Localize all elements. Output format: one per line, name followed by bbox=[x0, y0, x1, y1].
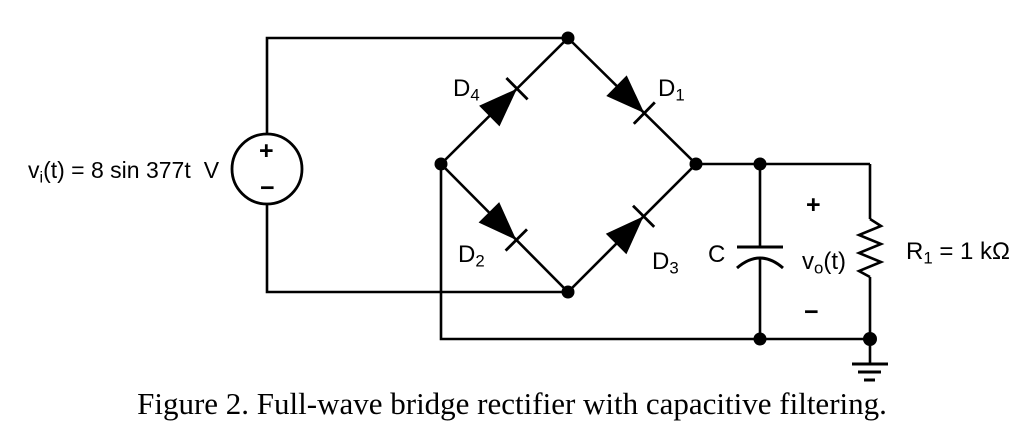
d1-sub: 1 bbox=[675, 85, 685, 105]
diode-d2-triangle bbox=[478, 202, 517, 240]
ground-icon bbox=[852, 362, 888, 382]
diode-d4-label: D4 bbox=[453, 75, 480, 104]
vout-rest: (t) bbox=[823, 248, 846, 275]
output-plus-sign: + bbox=[806, 191, 821, 219]
d3-base: D bbox=[652, 248, 670, 275]
resistor-label: R1 = 1 kΩ bbox=[906, 238, 1010, 267]
res-sub: 1 bbox=[923, 248, 933, 268]
d2-base: D bbox=[458, 241, 476, 268]
diode-d3-label: D3 bbox=[652, 248, 679, 277]
wire-ground-rail bbox=[439, 164, 870, 341]
node-capacitor-bottom bbox=[753, 332, 767, 346]
diode-d1-bar bbox=[632, 101, 656, 125]
diode-d1-label: D1 bbox=[658, 75, 685, 104]
resistor-zigzag bbox=[855, 217, 885, 279]
d4-base: D bbox=[453, 75, 471, 102]
source-label-sub: i bbox=[39, 168, 44, 187]
source-label-unit: V bbox=[203, 157, 220, 183]
diode-d2-label: D2 bbox=[458, 241, 485, 270]
source-label-rest: (t) = 8 sin 377t bbox=[43, 157, 191, 183]
d4-sub: 4 bbox=[470, 85, 480, 105]
voltage-source-circle bbox=[230, 132, 304, 206]
diode-d3-bar bbox=[632, 204, 656, 228]
d1-base: D bbox=[658, 75, 676, 102]
wire-source-bottom bbox=[265, 204, 568, 294]
source-plus-sign: + bbox=[259, 137, 274, 165]
output-voltage-label: vo(t) bbox=[802, 248, 846, 277]
wire-source-top bbox=[265, 36, 568, 134]
res-base: R bbox=[906, 238, 924, 265]
node-capacitor-top bbox=[753, 157, 767, 171]
node-bridge-left bbox=[434, 157, 448, 171]
vout-base: v bbox=[802, 248, 814, 275]
diode-d2-bar bbox=[504, 228, 528, 252]
source-voltage-label: vi(t) = 8 sin 377t V bbox=[28, 157, 220, 186]
node-bridge-bottom bbox=[561, 285, 575, 299]
source-minus-sign: − bbox=[260, 174, 275, 202]
capacitor-label: C bbox=[708, 241, 726, 268]
diode-d4-triangle bbox=[479, 88, 517, 127]
figure-caption: Figure 2. Full-wave bridge rectifier wit… bbox=[137, 386, 887, 421]
res-rest: = 1 kΩ bbox=[932, 238, 1010, 265]
source-label-base: v bbox=[28, 157, 40, 183]
diode-d1-triangle bbox=[606, 75, 645, 114]
output-minus-sign: − bbox=[804, 298, 819, 326]
d2-sub: 2 bbox=[475, 251, 485, 271]
node-bridge-top bbox=[561, 31, 575, 45]
node-bridge-right bbox=[689, 157, 703, 171]
diode-d4-bar bbox=[505, 77, 529, 101]
d3-sub: 3 bbox=[669, 258, 679, 278]
junction-dots bbox=[434, 31, 877, 346]
node-ground bbox=[863, 332, 877, 346]
diode-d3-triangle bbox=[605, 216, 644, 255]
vout-sub: o bbox=[814, 258, 824, 278]
